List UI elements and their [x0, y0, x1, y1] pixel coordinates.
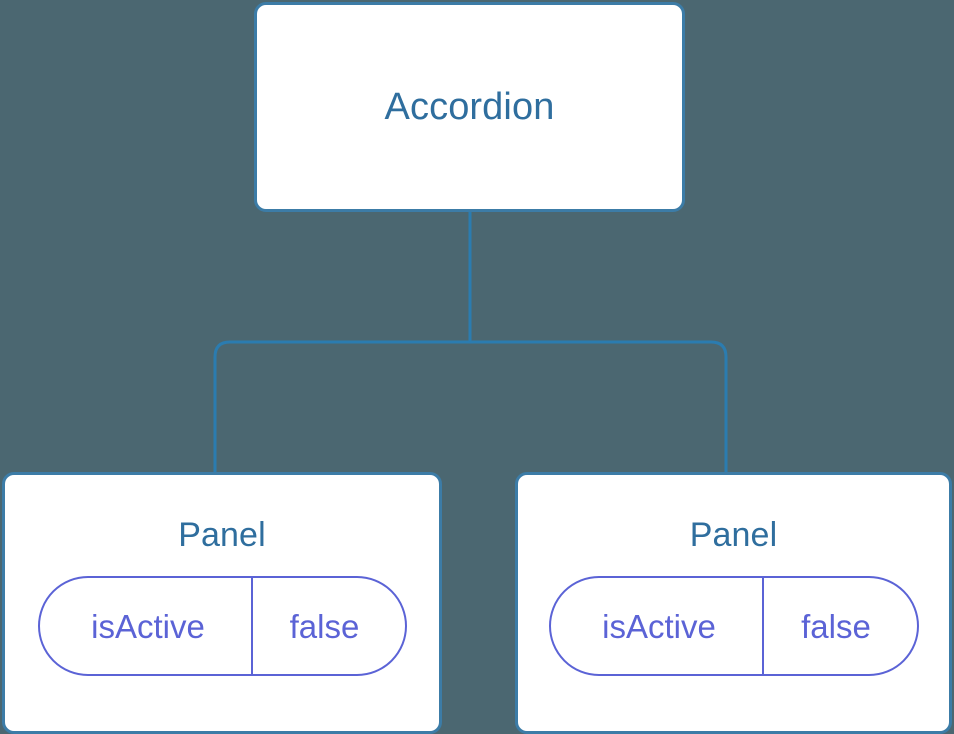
node-panel-0-state-pill[interactable]: isActive false [37, 576, 407, 676]
node-panel-1-title: Panel [689, 516, 778, 554]
node-panel-1-state-value: false [801, 607, 871, 645]
connector-branch-bus [213, 340, 728, 472]
node-panel-0-state-value: false [289, 607, 360, 645]
node-panel-0-title: Panel [178, 516, 266, 554]
node-panel-0-state-key: isActive [40, 578, 253, 674]
node-panel-0[interactable]: Panel isActive false [2, 472, 442, 734]
node-accordion[interactable]: Accordion [254, 2, 685, 212]
node-panel-1-state-key: isActive [551, 578, 764, 674]
node-accordion-title: Accordion [384, 86, 555, 128]
node-panel-1[interactable]: Panel isActive false [515, 472, 952, 734]
node-panel-1-state-pill[interactable]: isActive false [548, 576, 919, 676]
